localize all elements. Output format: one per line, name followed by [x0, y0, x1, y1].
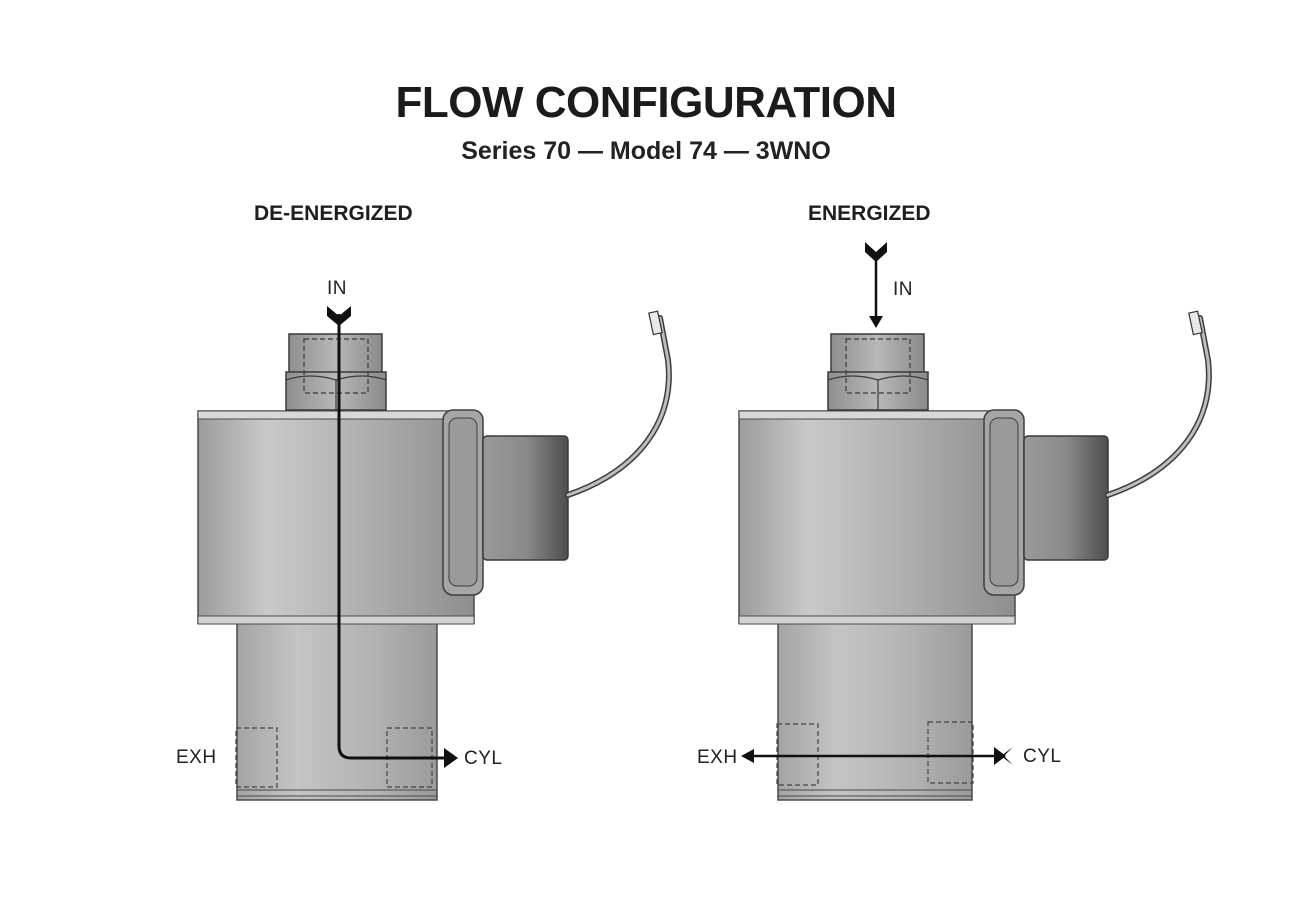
- deenergized-in-label: IN: [327, 278, 347, 299]
- page-subtitle: Series 70 — Model 74 — 3WNO: [461, 137, 831, 165]
- page-title: FLOW CONFIGURATION: [395, 78, 898, 127]
- energized-flow-arrow: [741, 747, 1013, 765]
- deenergized-flow-arrow: [327, 306, 458, 768]
- deenergized-valve: [197, 306, 672, 801]
- deenergized-label: DE-ENERGIZED: [254, 202, 413, 225]
- deenergized-cyl-label: CYL: [464, 748, 503, 769]
- deenergized-nut: [285, 333, 387, 411]
- energized-valve: [738, 242, 1212, 801]
- energized-exh-arrowhead: [741, 749, 754, 763]
- deenergized-in-arrowhead: [327, 306, 351, 326]
- energized-nut: [827, 333, 929, 411]
- deenergized-lower-body: [235, 621, 438, 801]
- deenergized-connector: [482, 435, 569, 561]
- energized-exh-port-hidden: [776, 723, 819, 786]
- energized-in-arrowhead-tail: [865, 242, 887, 262]
- deenergized-exh-port-hidden: [235, 727, 278, 788]
- energized-connector: [1023, 435, 1109, 561]
- deenergized-coil-housing: [197, 409, 484, 625]
- energized-coil-housing: [738, 409, 1025, 625]
- energized-lower-body: [776, 621, 974, 801]
- deenergized-exh-label: EXH: [176, 747, 217, 768]
- energized-cyl-port-hidden: [927, 721, 974, 784]
- energized-in-arrow: [865, 242, 887, 328]
- deenergized-cyl-arrowhead: [444, 748, 458, 768]
- energized-exh-label: EXH: [697, 747, 738, 768]
- energized-in-label: IN: [893, 279, 913, 300]
- energized-cyl-label: CYL: [1023, 746, 1062, 767]
- energized-label: ENERGIZED: [808, 202, 931, 225]
